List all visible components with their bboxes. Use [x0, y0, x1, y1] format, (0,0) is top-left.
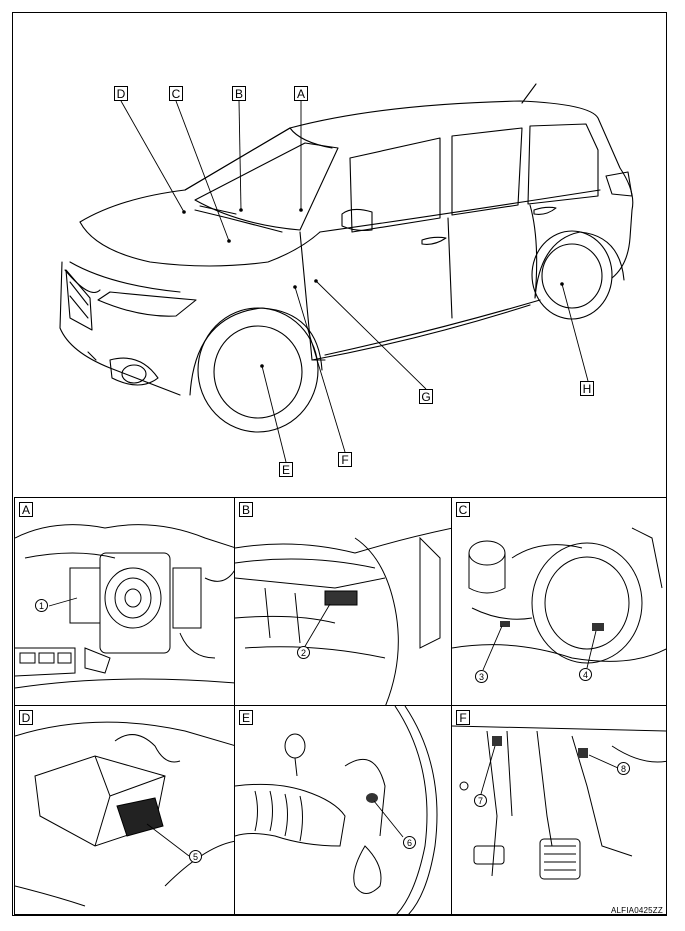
- cowl-sensor-illustration: [235, 527, 451, 705]
- callout-f: F: [338, 452, 352, 467]
- callout-e: E: [279, 462, 293, 477]
- callout-g: G: [419, 389, 433, 404]
- panel-tag-a: A: [19, 502, 33, 517]
- callout-h: H: [580, 381, 594, 396]
- panel-tag-c: C: [456, 502, 470, 517]
- detail-panel-a: A 1: [14, 497, 235, 706]
- panel-tag-d: D: [19, 710, 33, 725]
- pedal-assembly-illustration: [452, 725, 666, 880]
- abs-actuator-illustration: [15, 721, 234, 907]
- callout-d: D: [114, 86, 128, 101]
- detail-panel-e: E 6: [234, 705, 452, 915]
- part-number-6: 6: [403, 836, 416, 849]
- diagram-frame: [12, 12, 667, 916]
- detail-panel-c: C 3 4: [451, 497, 667, 706]
- detail-panel-d: D 5: [14, 705, 235, 915]
- steering-column-illustration: [15, 524, 234, 689]
- vehicle-overview-illustration: [59, 83, 634, 463]
- callout-c: C: [169, 86, 183, 101]
- part-number-2: 2: [297, 646, 310, 659]
- part-number-5: 5: [189, 850, 202, 863]
- callout-b: B: [232, 86, 246, 101]
- part-number-3: 3: [475, 670, 488, 683]
- part-number-7: 7: [474, 794, 487, 807]
- detail-panel-f: F 7 8: [451, 705, 667, 915]
- panel-tag-b: B: [239, 502, 253, 517]
- part-number-8: 8: [617, 762, 630, 775]
- front-wheel-sensor-illustration: [235, 706, 438, 914]
- panel-tag-f: F: [456, 710, 470, 725]
- part-number-4: 4: [579, 668, 592, 681]
- document-code: ALFIA0425ZZ: [610, 906, 663, 915]
- part-number-1: 1: [35, 599, 48, 612]
- panel-tag-e: E: [239, 710, 253, 725]
- callout-a: A: [294, 86, 308, 101]
- engine-bay-illustration: [452, 527, 666, 671]
- detail-panel-b: B 2: [234, 497, 452, 706]
